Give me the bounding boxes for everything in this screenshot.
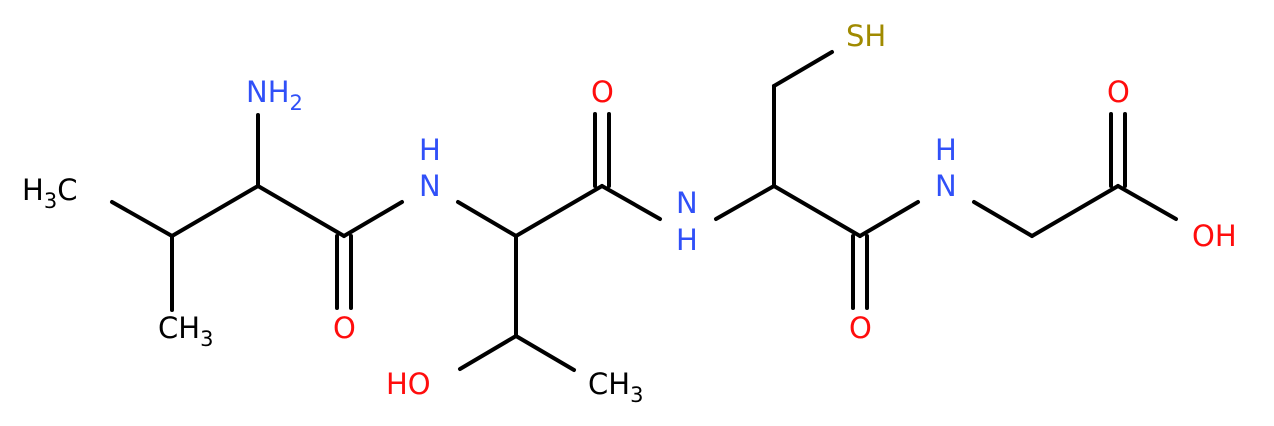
bond — [514, 184, 604, 238]
bond — [1116, 184, 1178, 221]
thiol-sh-label: SH — [846, 19, 886, 53]
bond-layer — [110, 50, 1178, 372]
bond — [342, 200, 404, 238]
methyl-h-text: H — [22, 173, 44, 207]
amine-nh2-label: NH2 — [246, 75, 303, 115]
bond — [256, 184, 346, 238]
acid-carbonyl-oxygen-label: O — [1107, 75, 1130, 109]
amide-n-label: N — [935, 169, 957, 203]
bond — [972, 200, 1034, 238]
bond — [1030, 184, 1120, 238]
carbonyl-oxygen-label: O — [333, 311, 356, 345]
methyl-h3c-label: H3C — [22, 173, 77, 213]
bond — [772, 50, 834, 88]
methyl-ch-text: CH — [158, 311, 200, 345]
bond — [858, 200, 920, 238]
carbonyl-oxygen-label: O — [849, 311, 872, 345]
bond — [110, 200, 174, 238]
methyl-subscript: 3 — [200, 327, 213, 351]
methyl-ch-text: CH — [588, 367, 630, 401]
amide-n-label: N — [419, 169, 441, 203]
bond — [772, 184, 862, 238]
amide-n-label: N — [676, 186, 698, 220]
acid-hydroxyl-oh-label: OH — [1192, 219, 1237, 253]
methyl-ch3-label: CH3 — [588, 367, 643, 407]
amine-nh-text: NH — [246, 75, 290, 109]
methyl-subscript: 3 — [630, 383, 643, 407]
amide-h-label: H — [935, 133, 957, 167]
methyl-c-text: C — [57, 173, 77, 207]
bond — [600, 184, 662, 221]
hydroxyl-ho-label: HO — [386, 367, 431, 401]
amide-h-label: H — [419, 133, 441, 167]
bond — [170, 184, 260, 238]
carbonyl-oxygen-label: O — [591, 75, 614, 109]
atom-label-layer: NH2 H3C CH3 H N O HO CH3 O N H SH O H — [22, 19, 1237, 407]
amine-subscript: 2 — [290, 91, 303, 115]
amide-h-label: H — [676, 223, 698, 257]
bond — [456, 200, 518, 238]
bond — [714, 184, 776, 221]
methyl-ch3-label: CH3 — [158, 311, 213, 351]
bond — [458, 334, 518, 371]
methyl-subscript: 3 — [44, 189, 57, 213]
bond — [514, 334, 576, 372]
